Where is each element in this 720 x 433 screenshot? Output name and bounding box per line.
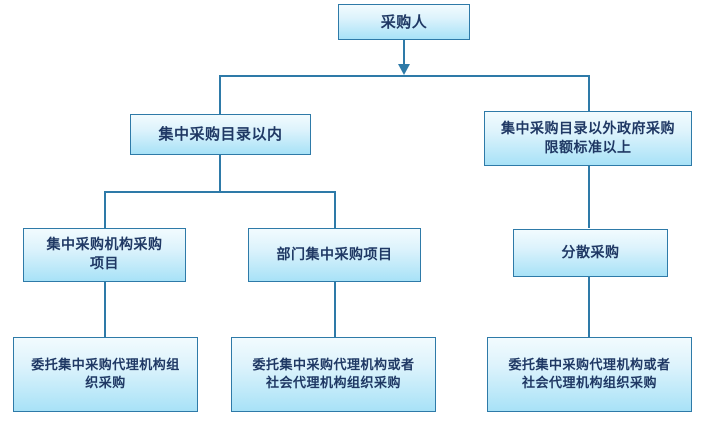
connector-bus-level2-right-drop — [334, 191, 336, 228]
node-department-central-project-label: 部门集中采购项目 — [276, 246, 393, 263]
connector-within-catalog-stem — [219, 155, 221, 192]
node-purchaser[interactable]: 采购人 — [338, 4, 470, 40]
node-entrust-central-agency[interactable]: 委托集中采购代理机构组 织采购 — [13, 337, 198, 412]
node-outside-catalog[interactable]: 集中采购目录以外政府采购 限额标准以上 — [484, 111, 692, 166]
node-department-central-project[interactable]: 部门集中采购项目 — [248, 228, 421, 282]
node-purchaser-label: 采购人 — [380, 12, 428, 31]
node-entrust-central-or-social-middle[interactable]: 委托集中采购代理机构或者 社会代理机构组织采购 — [231, 337, 436, 412]
node-central-agency-project-label: 集中采购机构采购 项目 — [46, 237, 163, 272]
connector-bus-level1-left-drop — [219, 75, 221, 115]
node-entrust-central-agency-label: 委托集中采购代理机构组 织采购 — [31, 357, 180, 391]
connector-outside-catalog-stem — [588, 166, 590, 228]
connector-bus-level1-right-drop — [588, 75, 590, 115]
connector-bus-level2-left-drop — [104, 191, 106, 228]
connector-bus-level1 — [219, 75, 590, 77]
arrow-head-purchaser-down — [398, 64, 410, 75]
node-decentralized-label: 分散采购 — [561, 244, 620, 261]
connector-department-to-entrust — [334, 282, 336, 338]
node-entrust-central-or-social-middle-label: 委托集中采购代理机构或者 社会代理机构组织采购 — [252, 357, 415, 391]
node-central-agency-project[interactable]: 集中采购机构采购 项目 — [23, 228, 186, 282]
node-within-catalog[interactable]: 集中采购目录以内 — [130, 114, 311, 155]
node-decentralized[interactable]: 分散采购 — [513, 229, 668, 277]
connector-bus-level2 — [104, 191, 336, 193]
node-entrust-central-or-social-right-label: 委托集中采购代理机构或者 社会代理机构组织采购 — [508, 357, 671, 391]
connector-decentralized-to-entrust — [588, 277, 590, 338]
node-outside-catalog-label: 集中采购目录以外政府采购 限额标准以上 — [501, 120, 675, 156]
connector-central-agency-to-entrust — [104, 282, 106, 338]
node-within-catalog-label: 集中采购目录以内 — [158, 125, 283, 144]
node-entrust-central-or-social-right[interactable]: 委托集中采购代理机构或者 社会代理机构组织采购 — [487, 337, 692, 412]
connector-purchaser-stem — [403, 40, 405, 66]
